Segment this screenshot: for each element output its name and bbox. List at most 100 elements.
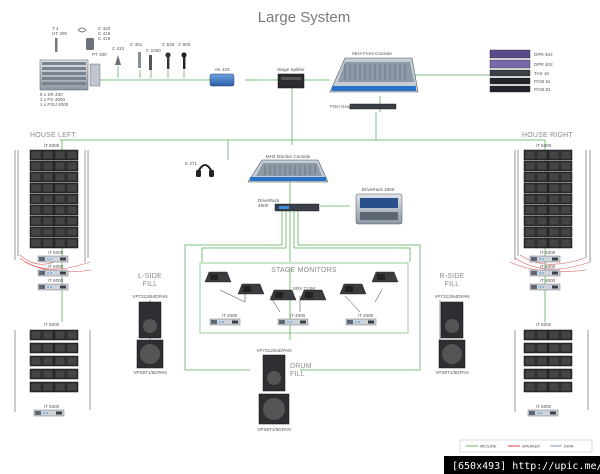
monitor-wedge-3 <box>269 289 297 301</box>
outboard-label-1: DPR 404 <box>534 52 553 57</box>
house-left-amp-label-3: iT 6000 <box>48 278 64 283</box>
wireless-label-2: HT 400 <box>52 31 67 36</box>
mic-icon-3 <box>149 55 152 70</box>
outboard-label-3: TAS 16 <box>534 71 549 76</box>
cable-layer <box>14 66 591 412</box>
mic-icon-4 <box>165 52 171 58</box>
bodypack-icon <box>86 38 94 50</box>
wireless-label-5: C 419 <box>98 36 111 41</box>
driverack-main-label: DriveRack <box>258 198 280 203</box>
right-side-fill-title-2: FILL <box>445 281 460 288</box>
wireless-section: T 4 HT 400 C 420 C 416 C 419 PT 400 8 x … <box>39 26 111 107</box>
house-right-amp-rack: iT 6000 iT 6000 iT 6000 <box>529 250 561 291</box>
driverack-main: DriveRack 4800 <box>258 198 320 212</box>
monitor-wedge-2 <box>237 283 265 295</box>
left-side-fill-top-label: VP7212/64DPAN <box>132 294 167 299</box>
house-right-title: HOUSE RIGHT <box>522 132 573 139</box>
house-left-amp-label-2: iT 6000 <box>48 264 64 269</box>
wireless-label-4: C 416 <box>98 31 111 36</box>
mic-label-3: C 1000 <box>146 48 161 53</box>
legend-label-data: DATA <box>564 445 574 449</box>
monitor-amp-label-2: iT 4000 <box>290 313 306 318</box>
legend-label-speaker: SPEAKER <box>522 445 540 449</box>
outboard-label-2: DPR 402 <box>534 62 553 67</box>
headphones: K 271 <box>185 161 214 177</box>
house-right-sub-array <box>523 329 573 393</box>
legend-label-micline: MIC/LINE <box>480 445 497 449</box>
house-right-array-label: iT 6000 <box>536 143 552 148</box>
right-side-fill-sub-label: VPS8T1/5DPAN <box>435 370 468 375</box>
house-right-sub-amp-label: iT 6000 <box>536 404 552 409</box>
watermark-text: [650x493] http://upic.me/ <box>452 461 600 472</box>
stage-monitors-box: STAGE MONITORS SRX 712M iT 4000 iT 4000 … <box>199 262 409 334</box>
monitor-model-label: SRX 712M <box>293 286 315 291</box>
wireless-receiver-rack <box>39 59 101 91</box>
house-right-amp-label-3: iT 6000 <box>540 278 556 283</box>
mic-icon-1 <box>115 55 121 65</box>
house-right-sub-amp <box>527 409 559 417</box>
foh-graph-label: FOH Graph <box>330 104 354 109</box>
house-right-sub-label: iT 6000 <box>536 322 552 327</box>
drum-fill-title-2: FILL <box>290 371 305 378</box>
wireless-label-3: C 420 <box>98 26 111 31</box>
foh-console-label: MH3 Front Console <box>352 51 392 56</box>
left-side-fill-sub-label: VPS8T1/5DPAN <box>133 370 166 375</box>
stage-splitter: Stage Splitter <box>277 67 305 89</box>
house-right-amp-label-2: iT 6000 <box>540 264 556 269</box>
mic-label-4: C 535 <box>162 42 175 47</box>
driverack-remote-label: DriveRack 4800 <box>362 187 395 192</box>
right-side-fill: R-SIDE FILL VP7212/64DPAN VPS8T1/5DPAN <box>434 273 469 375</box>
foh-console: MH3 Front Console <box>329 51 419 93</box>
monitor-wedge-1 <box>204 271 232 283</box>
driverack-remote: DriveRack 4800 <box>355 187 403 225</box>
monitor-wedge-6 <box>371 271 399 283</box>
house-left-sub-label: iT 6000 <box>44 322 60 327</box>
left-side-fill-title: L-SIDE <box>138 273 162 280</box>
headphones-label: K 271 <box>185 161 197 166</box>
mic-label-1: C 410 <box>112 46 125 51</box>
headphones-icon <box>197 164 213 173</box>
monitor-amp-label-1: iT 4000 <box>222 313 238 318</box>
house-left-line-array <box>29 149 79 249</box>
watermark-bar: [650x493] http://upic.me/ <box>444 456 600 474</box>
house-left-amp-rack: iT 6000 iT 6000 iT 6000 <box>37 250 69 291</box>
page-title: Large System <box>258 9 351 26</box>
rack-label-1: 8 x SR 400 <box>40 92 63 97</box>
legend: MIC/LINE SPEAKER DATA <box>459 439 593 453</box>
house-left-array-label: iT 6000 <box>44 143 60 148</box>
right-side-fill-title: R-SIDE <box>440 273 465 280</box>
di-box-label: AK 133 <box>214 67 230 72</box>
left-side-fill: L-SIDE FILL VP7212/64DPAN VPS8T1/5DPAN <box>132 273 167 375</box>
house-right-amp-label-1: iT 6000 <box>540 250 556 255</box>
house-right-line-array <box>523 149 573 249</box>
drum-fill-sub-label: VPS8T1/5DPAN <box>257 427 290 432</box>
monitor-console: MH3 Monitor Console <box>247 154 329 183</box>
monitor-wedge-4 <box>299 289 327 301</box>
handheld-mic-icon <box>55 38 58 52</box>
monitor-amp-2 <box>277 318 309 326</box>
rack-label-2: 2 x PS 4000 <box>40 97 65 102</box>
mic-label-2: C 451 <box>130 42 143 47</box>
mic-icon-5 <box>181 52 187 58</box>
monitor-wedge-5 <box>339 283 367 295</box>
wireless-label-6: PT 400 <box>92 52 107 57</box>
house-left-amp-label-1: iT 6000 <box>48 250 64 255</box>
monitor-amp-3 <box>345 318 377 326</box>
driverack-main-label-2: 4800 <box>258 203 269 208</box>
drum-fill-title: DRUM <box>290 363 312 370</box>
wireless-label-1: T 4 <box>52 26 59 31</box>
stage-monitors-title: STAGE MONITORS <box>271 267 337 274</box>
house-left-sub-array <box>29 329 79 393</box>
monitor-console-label: MH3 Monitor Console <box>266 154 311 159</box>
drum-fill: VP7212/64DPAN DRUM FILL VPS8T1/5DPAN <box>256 348 311 432</box>
house-left-title: HOUSE LEFT <box>30 132 76 139</box>
house-left-sub-amp-label: iT 6000 <box>44 404 60 409</box>
right-side-fill-top-label: VP7212/64DPAN <box>434 294 469 299</box>
outboard-label-4: PCM 91 <box>534 79 551 84</box>
rack-label-3: 1 x PSU 4000 <box>40 102 69 107</box>
monitor-amp-label-3: iT 4000 <box>358 313 374 318</box>
mic-icon-2 <box>138 52 141 68</box>
stage-splitter-label: Stage Splitter <box>277 67 305 72</box>
